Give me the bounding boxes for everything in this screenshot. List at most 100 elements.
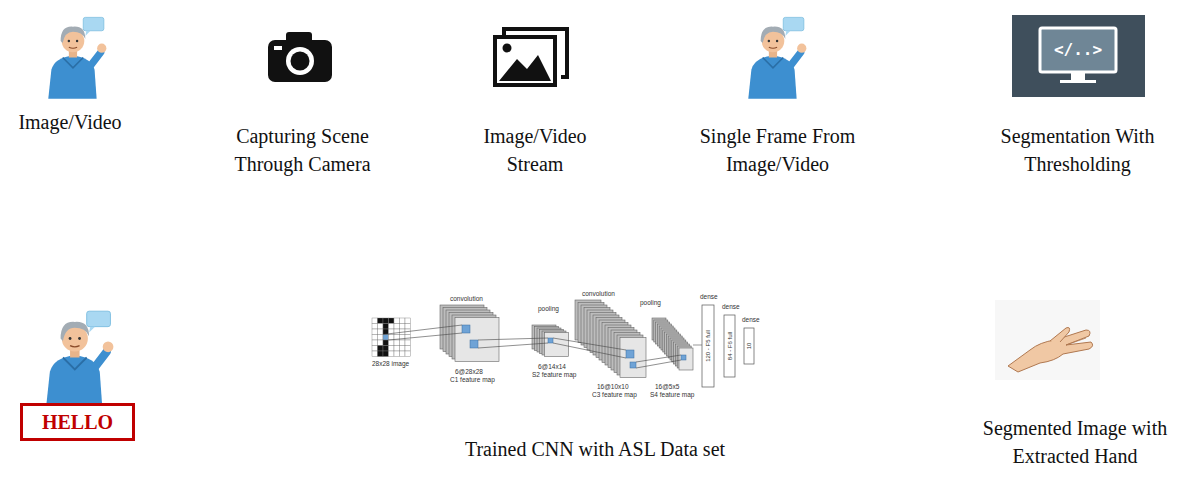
layer-label: dense <box>700 294 718 301</box>
receptive-field <box>630 362 636 368</box>
hand-icon-part <box>995 300 1100 380</box>
hand-icon-part <box>1008 330 1093 372</box>
layer-label: pooling <box>538 306 559 313</box>
input-pixel <box>400 346 406 352</box>
input-pixel <box>405 318 411 324</box>
receptive-field <box>548 338 553 343</box>
projection-line <box>553 343 626 358</box>
image-stream-icon-part <box>495 37 555 85</box>
stage-caption: Trained CNN with ASL Data set <box>366 435 824 463</box>
input-pixel <box>378 340 384 346</box>
stage-box: Single Frame From Image/Video <box>691 10 864 178</box>
projection-line <box>478 343 548 348</box>
stage-box: Capturing Scene Through Camera <box>211 10 394 178</box>
image-stream-icon-part <box>499 55 551 81</box>
person-icon-part <box>748 17 806 98</box>
input-pixel <box>372 318 378 324</box>
input-pixel <box>389 340 395 346</box>
stage-caption: Capturing Scene Through Camera <box>211 122 394 178</box>
dense-layer <box>702 305 714 387</box>
layer-label: pooling <box>640 300 661 307</box>
layer-label: convolution <box>582 291 615 298</box>
receptive-field <box>462 325 470 333</box>
stage-caption: Segmentation With Thresholding <box>961 122 1192 178</box>
layer-label: S4 feature map <box>650 392 694 399</box>
person-icon <box>46 17 806 405</box>
layer-label: 16@10x10 <box>597 384 629 391</box>
layer-label: S2 feature map <box>532 372 576 379</box>
projection-line <box>693 345 702 346</box>
stage-box: Segmented Image with Extracted Hand <box>956 290 1192 470</box>
input-pixel <box>394 351 400 357</box>
feature-map <box>679 348 693 370</box>
dense-layer <box>724 315 735 377</box>
stage-box: Segmentation With Thresholding <box>961 10 1192 178</box>
stage-caption: Single Frame From Image/Video <box>691 122 864 178</box>
layer-label: 84 - F6 full <box>727 332 733 360</box>
input-pixel <box>383 318 389 324</box>
camera-icon-part <box>286 47 314 75</box>
input-pixel <box>400 340 406 346</box>
input-pixel <box>383 346 389 352</box>
input-pixel <box>378 335 384 341</box>
input-pixel <box>405 324 411 330</box>
input-pixel <box>372 329 378 335</box>
stage-caption: Image/Video Stream <box>461 122 609 178</box>
input-pixel <box>400 351 406 357</box>
input-pixel <box>372 340 378 346</box>
input-pixel <box>405 351 411 357</box>
layer-label: 16@5x5 <box>655 384 679 391</box>
stage-caption: Segmented Image with Extracted Hand <box>956 414 1192 470</box>
stage-box: Trained CNN with ASL Data set <box>366 285 824 463</box>
person-icon-part <box>48 17 106 98</box>
dense-layer <box>744 328 754 364</box>
image-stream-icon-part <box>503 44 512 53</box>
input-pixel <box>405 340 411 346</box>
stage-box: Image/Video Stream <box>461 10 609 178</box>
camera-icon <box>268 32 332 82</box>
input-pixel <box>394 318 400 324</box>
camera-icon-part <box>291 52 310 71</box>
projection-line <box>553 338 626 350</box>
receptive-field <box>681 355 686 360</box>
camera-icon-part <box>274 46 282 50</box>
layer-label: convolution <box>450 296 483 303</box>
layer-label: dense <box>742 317 760 324</box>
monitor-icon <box>1012 15 1145 97</box>
layer-label: 120 - F5 full <box>705 330 711 362</box>
input-pixel <box>389 346 395 352</box>
cnn-illustration <box>372 300 754 387</box>
input-pixel <box>378 329 384 335</box>
stage-caption: Image/Video <box>1 108 139 136</box>
layer-label: C3 feature map <box>592 392 637 399</box>
layer-label: 28x28 image <box>372 361 409 368</box>
input-pixel <box>372 351 378 357</box>
input-pixel <box>394 340 400 346</box>
layer-label: 6@28x28 <box>455 369 483 376</box>
flow-arrow <box>624 50 662 60</box>
output-word: HELLO <box>34 406 121 438</box>
monitor-icon-part <box>1012 15 1145 97</box>
input-pixel <box>405 335 411 341</box>
output-text-box: HELLO <box>20 403 135 441</box>
hand-icon <box>995 300 1100 380</box>
monitor-icon-part <box>1060 80 1096 83</box>
image-stream-icon <box>495 29 567 85</box>
projection-line <box>389 333 463 340</box>
projection-line <box>478 338 548 340</box>
flow-arrow <box>869 50 912 60</box>
feature-map-stack <box>440 305 499 362</box>
input-pixel <box>389 318 395 324</box>
feature-map-stack <box>652 318 693 370</box>
input-pixel <box>405 346 411 352</box>
layer-label: C1 feature map <box>450 377 495 384</box>
layer-label: dense <box>722 304 740 311</box>
input-pixel <box>372 335 378 341</box>
input-pixel <box>372 324 378 330</box>
input-pixel <box>378 346 384 352</box>
input-pixel <box>383 324 389 330</box>
flow-arrow <box>893 340 941 350</box>
